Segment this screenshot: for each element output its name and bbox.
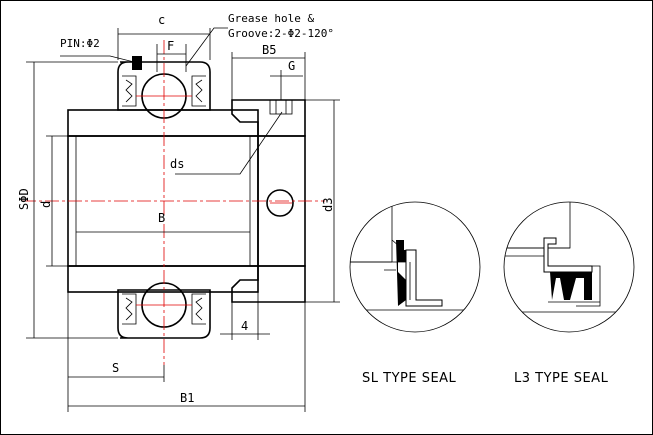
locking-collar-top <box>231 99 306 137</box>
l3-detail-circle <box>503 201 635 333</box>
grease-hole-label: Grease hole & <box>228 12 314 25</box>
inner-ring-top <box>67 109 259 137</box>
seal-left-bottom <box>122 293 137 325</box>
dim-b1: B1 <box>180 391 194 405</box>
l3-seal-detail: L3 TYPE SEAL <box>503 201 635 386</box>
dim-s: S <box>112 361 119 375</box>
seal-right-top <box>191 75 206 107</box>
dim-b: B <box>158 211 165 225</box>
dim-b5: B5 <box>262 43 276 57</box>
set-screw-hole <box>266 189 294 217</box>
seal-left-top <box>122 75 137 107</box>
dim-ds: ds <box>170 157 184 171</box>
sl-detail-circle <box>349 201 481 333</box>
dim-c: c <box>158 13 165 27</box>
dim-4: 4 <box>241 319 248 333</box>
l3-caption: L3 TYPE SEAL <box>514 371 609 386</box>
groove-label: Groove:2-Φ2-120° <box>228 27 334 40</box>
inner-ring-bottom <box>67 265 259 293</box>
sl-seal-detail: SL TYPE SEAL <box>349 201 481 386</box>
sl-caption: SL TYPE SEAL <box>362 371 457 386</box>
set-screw <box>269 99 293 115</box>
dim-d: d <box>39 201 53 208</box>
dim-g: G <box>288 59 295 73</box>
dimensions: c F Grease hole & Groove:2-Φ2-120° PIN:Φ… <box>17 12 340 412</box>
dim-d3: d3 <box>321 198 335 212</box>
main-section-view <box>22 40 325 365</box>
pin-label: PIN:Φ2 <box>60 37 100 50</box>
seal-right-bottom <box>191 293 206 325</box>
dim-f: F <box>167 39 174 53</box>
pin <box>132 56 142 70</box>
locking-collar-bottom <box>231 265 306 303</box>
dim-sod: SΦD <box>17 188 31 210</box>
